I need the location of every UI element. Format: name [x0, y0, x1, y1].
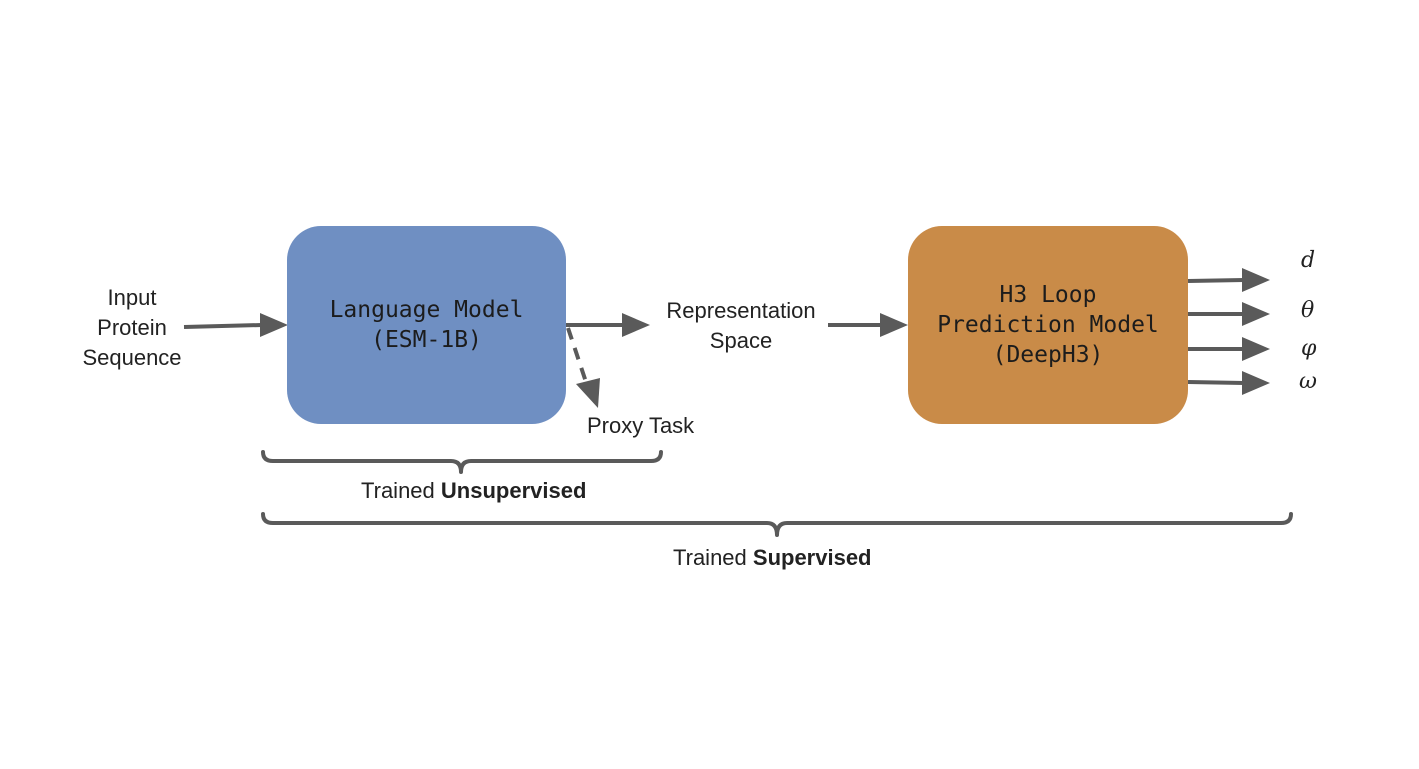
representation-space-label: Representation Space [648, 296, 834, 356]
input-label-line: Input [107, 285, 157, 310]
output-label-omega: ω [1299, 369, 1317, 394]
brace-supervised [261, 512, 1293, 537]
trained-supervised-label: Trained Supervised [673, 545, 872, 571]
h3-model-line: Prediction Model [937, 312, 1159, 338]
representation-label-line: Space [709, 328, 773, 353]
h3-model-line: (DeepH3) [992, 342, 1104, 368]
trained-unsupervised-label: Trained Unsupervised [361, 478, 586, 504]
brace-label-emphasis: Unsupervised [440, 478, 587, 503]
brace-label-emphasis: Supervised [752, 545, 872, 570]
brace-unsupervised [261, 450, 663, 474]
proxy-task-label: Proxy Task [587, 413, 695, 438]
brace-label-prefix: Trained [673, 545, 753, 570]
arrow-output-phi [1188, 337, 1270, 361]
representation-label-line: Representation [666, 298, 816, 323]
h3-model-line: H3 Loop [999, 282, 1097, 308]
brace-label-prefix: Trained [361, 478, 441, 503]
arrow-output-theta [1188, 302, 1270, 326]
language-model-title: Language Model [329, 297, 524, 323]
input-protein-sequence-label: Input Protein Sequence [62, 283, 202, 373]
arrow-representation-to-h3 [828, 313, 908, 337]
language-model-box: Language Model (ESM-1B) [287, 226, 566, 424]
arrow-input-to-lm [183, 313, 288, 337]
arrow-output-d [1187, 268, 1270, 292]
output-label-phi: φ [1301, 336, 1317, 361]
input-label-line: Sequence [82, 345, 182, 370]
output-label-theta: θ [1301, 298, 1315, 323]
output-label-d: d [1301, 248, 1316, 273]
arrow-lm-to-representation [566, 313, 650, 337]
h3-loop-prediction-model-box: H3 Loop Prediction Model (DeepH3) [908, 226, 1188, 424]
input-label-line: Protein [97, 315, 167, 340]
arrow-output-omega [1187, 371, 1270, 395]
language-model-subtitle: (ESM-1B) [371, 327, 482, 353]
arrow-lm-to-proxy-task [566, 327, 600, 408]
